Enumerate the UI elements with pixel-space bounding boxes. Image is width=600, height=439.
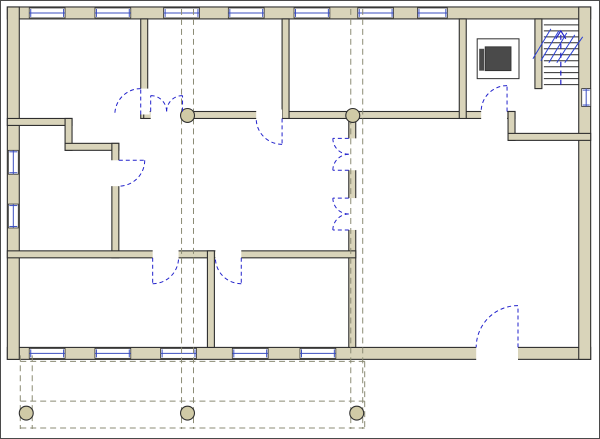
wall-segment [458, 18, 467, 120]
door-opening [256, 109, 283, 121]
wall-segment [507, 132, 592, 141]
elevator-counterweight [479, 48, 485, 71]
door-swing [118, 159, 146, 187]
door-opening [109, 160, 121, 187]
door-opening [476, 345, 519, 361]
stair-hatch-line [556, 34, 576, 63]
column [179, 107, 196, 123]
column [345, 107, 361, 123]
door-swing [214, 257, 242, 285]
wall-segment [6, 117, 73, 126]
elevator-shaft [476, 38, 520, 80]
stair-hatch-line [564, 36, 584, 64]
wall-segment [534, 18, 543, 90]
door-swing [255, 118, 283, 145]
door-swing [332, 213, 349, 231]
stair-hatch-line [540, 30, 560, 61]
wall-segment [578, 6, 592, 360]
wall-segment [64, 142, 120, 151]
door-swing [475, 305, 519, 348]
door-swing [150, 95, 168, 112]
elevator-car [484, 46, 512, 72]
stair-hatch-line [548, 32, 568, 63]
door-opening [346, 198, 358, 230]
door-opening [346, 138, 358, 171]
wall-segment [6, 6, 20, 360]
door-opening [481, 109, 508, 121]
door-swing [166, 95, 184, 112]
door-swing [332, 137, 349, 155]
stair-arrow-head [555, 29, 567, 40]
door-opening [152, 248, 179, 260]
column [179, 405, 196, 421]
door-swing [332, 153, 349, 171]
stair-hatch-line [532, 28, 552, 59]
door-opening [150, 109, 183, 121]
column [349, 405, 365, 421]
door-opening [215, 248, 242, 260]
column [18, 405, 34, 421]
wall-segment [281, 18, 290, 120]
door-opening [138, 88, 150, 115]
door-swing [152, 257, 180, 285]
door-swing [332, 197, 349, 215]
wall-segment [206, 250, 215, 348]
door-swing [114, 88, 142, 115]
door-swing [480, 85, 508, 112]
